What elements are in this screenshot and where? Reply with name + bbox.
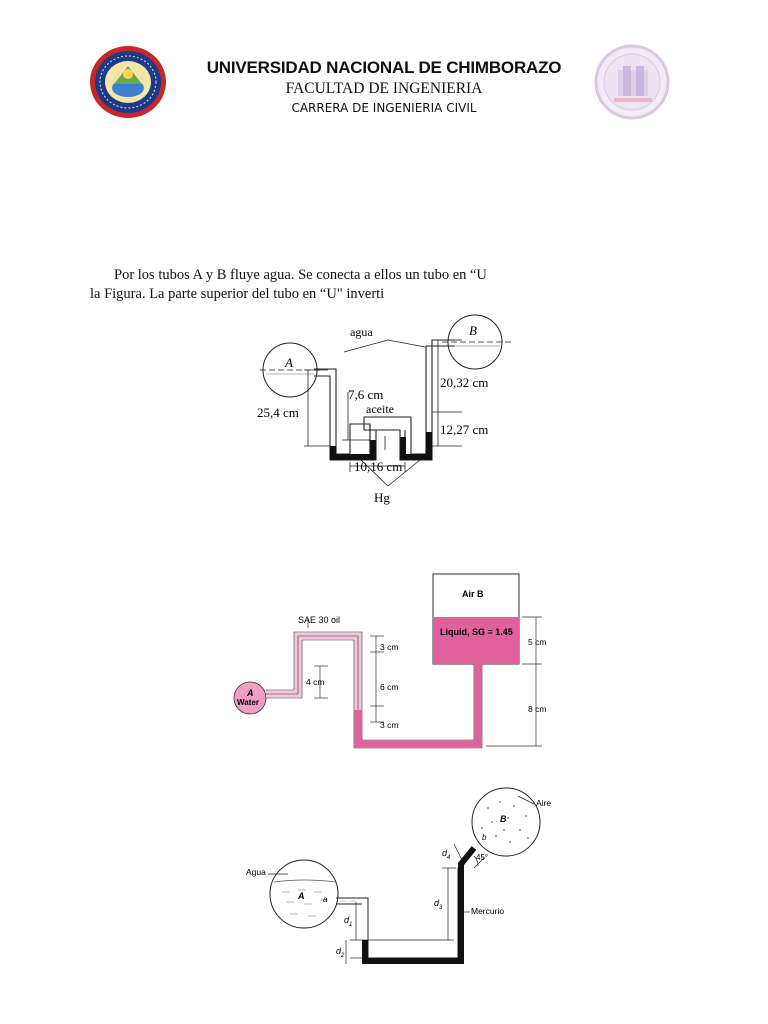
fig3-point-b: b bbox=[482, 833, 487, 842]
paragraph-line-1: Por los tubos A y B fluye agua. Se conec… bbox=[114, 267, 487, 283]
fig1-dim-12-27: 12,27 cm bbox=[440, 422, 488, 437]
fig1-dim-20-32: 20,32 cm bbox=[440, 375, 488, 390]
figure-2-manometer: Air B Liquid, SG = 1.45 A Water SAE 30 o… bbox=[233, 573, 546, 749]
fig1-hg-label: Hg bbox=[374, 490, 390, 505]
air-b-label: Air B bbox=[462, 589, 484, 599]
figure-1-manometer: agua A B 7,6 cm aceite 25,4 cm 20,32 cm … bbox=[257, 314, 512, 505]
fig1-a-label: A bbox=[284, 355, 293, 370]
water-a-label: A bbox=[246, 688, 254, 698]
dim-3cm-bottom: 3 cm bbox=[380, 720, 398, 730]
dim-4cm: 4 cm bbox=[306, 677, 324, 687]
career-name: CARRERA DE INGENIERIA CIVIL bbox=[291, 101, 477, 115]
tank-liquid bbox=[433, 617, 519, 664]
paragraph-line-2: la Figura. La parte superior del tubo en… bbox=[90, 286, 385, 302]
engineering-school-logo bbox=[594, 44, 670, 120]
fig1-b-label: B bbox=[469, 323, 477, 338]
dim-5cm: 5 cm bbox=[528, 637, 546, 647]
fig3-d1-label: d1 bbox=[344, 915, 352, 928]
water-label: Water bbox=[237, 698, 259, 707]
fig1-aceite-label: aceite bbox=[366, 402, 394, 416]
oil-label: SAE 30 oil bbox=[298, 615, 340, 625]
figure-3-manometer: A a B b Agua Aire Mercurio d1 d2 d3 d4 4… bbox=[246, 787, 551, 964]
fig3-d4-label: d4 bbox=[442, 848, 451, 861]
fig1-dim-10-16: 10,16 cm bbox=[354, 459, 402, 474]
liquid-label: Liquid, SG = 1.45 bbox=[440, 627, 513, 637]
dim-6cm: 6 cm bbox=[380, 682, 398, 692]
fig3-mercurio-label: Mercurio bbox=[471, 906, 504, 916]
dim-8cm: 8 cm bbox=[528, 704, 546, 714]
faculty-name: FACULTAD DE INGENIERIA bbox=[285, 80, 483, 97]
fig1-dim-7-6: 7,6 cm bbox=[348, 387, 383, 402]
fig3-a-label: A bbox=[297, 891, 305, 901]
fig3-b-label: B bbox=[500, 814, 507, 824]
fig1-dim-25-4: 25,4 cm bbox=[257, 405, 299, 420]
bulb-a bbox=[269, 859, 339, 929]
bulb-b bbox=[471, 787, 541, 857]
problem-statement: Por los tubos A y B fluye agua. Se conec… bbox=[90, 266, 530, 304]
fig1-agua-label: agua bbox=[350, 325, 373, 339]
university-name: UNIVERSIDAD NACIONAL DE CHIMBORAZO bbox=[206, 58, 562, 77]
fig3-agua-label: Agua bbox=[246, 867, 266, 877]
dim-3cm-top: 3 cm bbox=[380, 642, 398, 652]
university-seal-logo bbox=[90, 46, 166, 118]
fig3-aire-label: Aire bbox=[536, 798, 551, 808]
pipe-b bbox=[442, 314, 512, 370]
fig3-d3-label: d3 bbox=[434, 898, 443, 911]
fig3-angle-label: 45° bbox=[476, 853, 488, 862]
fig3-point-a: a bbox=[323, 895, 328, 904]
u-tube bbox=[314, 339, 455, 461]
mercury-column bbox=[362, 846, 477, 964]
fig3-d2-label: d2 bbox=[336, 946, 345, 959]
